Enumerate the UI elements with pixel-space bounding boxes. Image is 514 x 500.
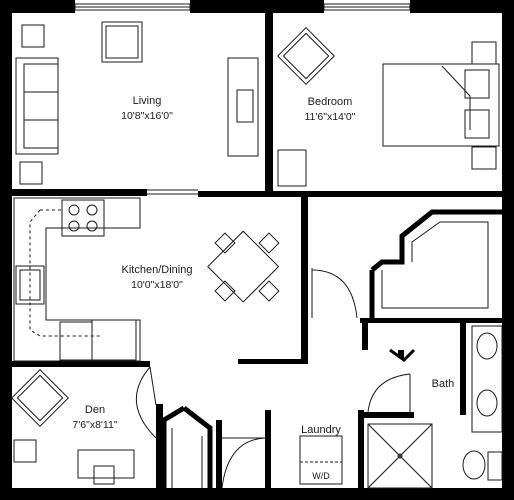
den-armchair xyxy=(11,369,69,427)
kitchen-dining-dimensions: 10'0"x18'0" xyxy=(131,279,183,291)
closet-lines xyxy=(171,221,489,488)
doors xyxy=(136,268,411,489)
windows xyxy=(74,3,411,11)
kitchen-sink xyxy=(15,265,45,305)
living-tv xyxy=(236,89,254,123)
washer-dryer-label: W/D xyxy=(312,471,330,481)
den-chair xyxy=(93,465,115,485)
living-armchair xyxy=(101,21,143,63)
living-room-dimensions: 10'8"x16'0" xyxy=(121,110,173,122)
sink-lower xyxy=(476,389,498,417)
refrigerator xyxy=(91,319,137,361)
bedroom-name: Bedroom xyxy=(308,96,353,108)
bedroom-furniture xyxy=(277,27,500,187)
dining-chair xyxy=(214,280,236,302)
shower xyxy=(367,423,433,489)
living-end-table-top xyxy=(21,24,45,48)
den-desk xyxy=(77,449,135,479)
toilet xyxy=(462,450,486,480)
den-end-table xyxy=(13,439,37,463)
bedroom-nightstand-top xyxy=(471,41,497,65)
bedroom-armchair xyxy=(277,27,335,85)
bedroom-nightstand-bottom xyxy=(471,146,497,170)
dining-chair xyxy=(214,232,236,254)
bedroom-dresser xyxy=(277,149,307,187)
dining-chair xyxy=(258,280,280,302)
laundry-name: Laundry xyxy=(301,424,341,436)
living-room-name: Living xyxy=(133,95,162,107)
den-name: Den xyxy=(85,404,105,416)
kitchen-counter xyxy=(13,197,141,362)
bath-name: Bath xyxy=(432,378,455,390)
den-furniture xyxy=(11,369,135,485)
bath-closet xyxy=(389,348,416,362)
dining-chair xyxy=(258,232,280,254)
living-tv-console xyxy=(227,57,259,157)
bath-fixtures xyxy=(367,325,503,489)
laundry-fixtures xyxy=(299,435,343,485)
room-labels: Living 10'8"x16'0" Bedroom 11'6"x14'0" K… xyxy=(72,95,454,481)
living-kitchen-opening xyxy=(147,189,198,195)
kitchen-dining-name: Kitchen/Dining xyxy=(122,264,193,276)
bath-walls-extra xyxy=(364,350,414,418)
bedroom-dimensions: 11'6"x14'0" xyxy=(305,111,356,123)
living-end-table-bottom xyxy=(19,161,43,185)
stove xyxy=(61,199,105,237)
vanity xyxy=(471,325,503,433)
kitchen xyxy=(13,197,141,362)
den-dimensions: 7'6"x8'11" xyxy=(72,419,117,431)
closets xyxy=(161,209,502,488)
washer-dryer xyxy=(299,435,343,485)
living-furniture xyxy=(15,21,259,185)
bed xyxy=(382,63,500,147)
interior-walls xyxy=(12,13,502,488)
dining-set xyxy=(207,230,280,303)
living-sofa xyxy=(15,57,59,155)
dining-table xyxy=(207,230,280,303)
sink-upper xyxy=(476,332,498,360)
dishwasher xyxy=(59,321,93,361)
